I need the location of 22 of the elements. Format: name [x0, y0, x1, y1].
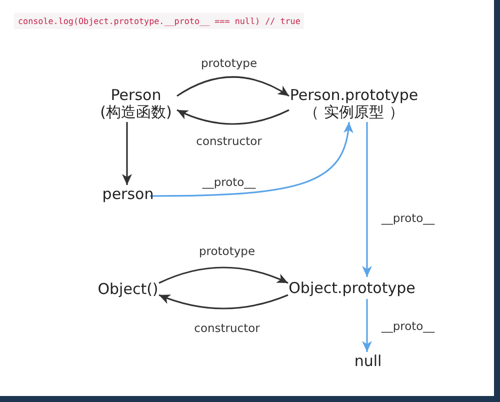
edge-label: __proto__: [200, 175, 258, 189]
node-annotation: (构造函数): [100, 104, 172, 121]
node-label: Person: [110, 87, 162, 104]
edge-label: __proto__: [379, 319, 437, 333]
arrow: [158, 266, 288, 284]
node-label: null: [354, 352, 382, 370]
arrow: [362, 299, 372, 352]
edge-label: __proto__: [379, 211, 437, 225]
arrow: [158, 294, 288, 310]
arrow: [150, 122, 353, 197]
node-label: Object(): [98, 280, 158, 298]
edge-label: constructor: [194, 134, 264, 148]
arrow: [176, 76, 290, 97]
node-annotation: （ 实例原型 ）: [304, 104, 404, 121]
node-label: Object.prototype: [288, 280, 416, 296]
node-label: Person.prototype: [290, 87, 418, 104]
code-snippet: console.log(Object.prototype.__proto__ === null) // true: [14, 13, 304, 29]
arrow: [122, 122, 132, 185]
edge-label: constructor: [192, 321, 262, 335]
node-label: person: [102, 186, 154, 202]
arrow: [362, 122, 372, 277]
arrow: [176, 109, 290, 125]
